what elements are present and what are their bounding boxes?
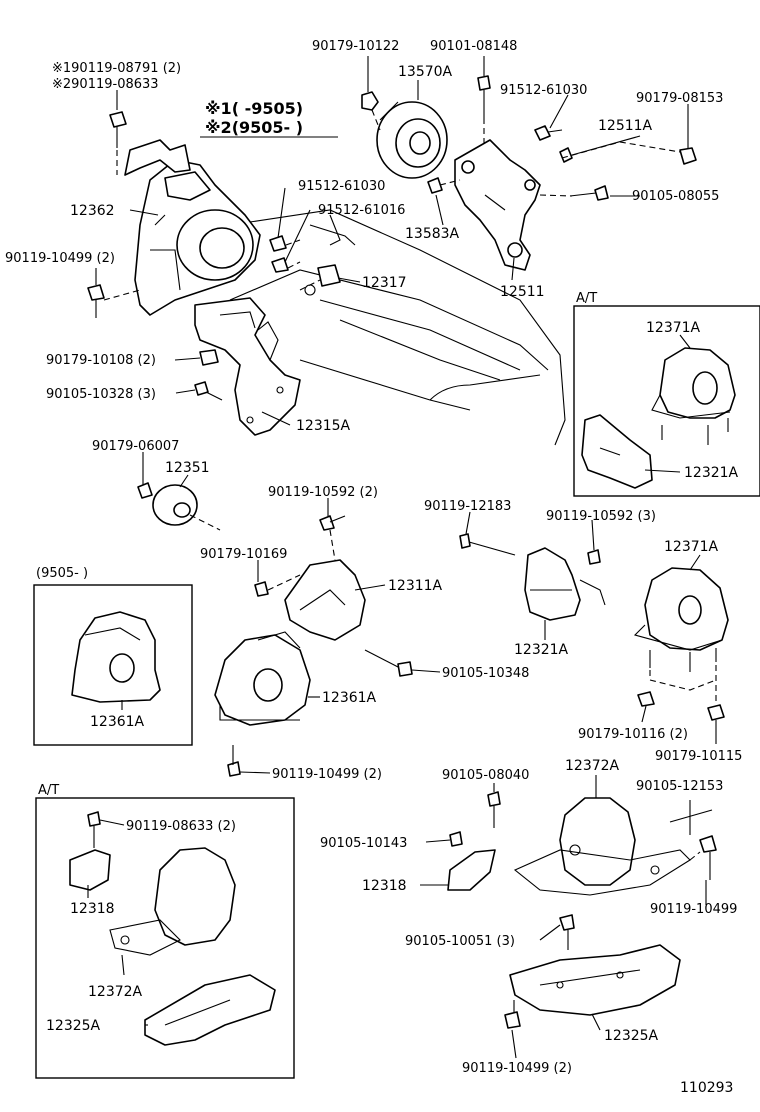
label-12511: 12511 (500, 284, 545, 300)
label-13570A: 13570A (398, 64, 453, 80)
bracket-12311A[interactable] (254, 515, 366, 641)
label-12361A-box: 12361A (90, 714, 145, 730)
lower-dashed-lines (689, 851, 701, 861)
label-12318: 12318 (362, 878, 407, 894)
note-2: ※2(9505- ) (205, 118, 303, 137)
bracket-12315A[interactable] (194, 297, 301, 436)
label-13583A: 13583A (405, 226, 460, 242)
bracket-12321A-upper[interactable] (581, 414, 653, 489)
label-at-upper: A/T (576, 291, 597, 306)
bolt-90119-10592-3[interactable] (587, 549, 601, 565)
engine-mount-12361A-box[interactable] (71, 611, 161, 703)
dashed-12311A-top (329, 529, 336, 561)
label-90119-08633-2: 90119-08633 (2) (126, 819, 236, 834)
label-90179-10169: 90179-10169 (200, 547, 287, 562)
label-90119-10592-3: 90119-10592 (3) (546, 509, 656, 524)
bolt-90105-10348[interactable] (364, 649, 401, 669)
label-12361A: 12361A (322, 690, 377, 706)
label-90105-08040: 90105-08040 (442, 768, 529, 783)
label-290119-08633: ※290119-08633 (52, 77, 159, 92)
label-90179-10122: 90179-10122 (312, 39, 399, 54)
engine-block-outline (229, 209, 566, 446)
label-12321A-top: 12321A (684, 465, 739, 481)
bracket-12511[interactable] (454, 139, 541, 271)
label-12511A: 12511A (598, 118, 653, 134)
leader-lines (87, 56, 717, 1059)
label-90179-10116: 90179-10116 (2) (578, 727, 688, 742)
label-90119-10592-2: 90119-10592 (2) (268, 485, 378, 500)
label-90119-10499-2c: 90119-10499 (2) (462, 1061, 572, 1076)
dashed-12351 (189, 514, 221, 531)
note-1: ※1( -9505) (205, 99, 303, 118)
crossmember-12325A[interactable] (509, 944, 681, 1016)
label-diagram-id: 110293 (680, 1080, 733, 1096)
label-12318-box: 12318 (70, 901, 115, 917)
label-90179-10108: 90179-10108 (2) (46, 353, 156, 368)
label-at-lower: A/T (38, 783, 59, 798)
label-12321A-mid: 12321A (514, 642, 569, 658)
at-box-lower (35, 797, 295, 1079)
label-12372A-top: 12372A (565, 758, 620, 774)
label-90105-10143: 90105-10143 (320, 836, 407, 851)
bolt-90119-10499-mid[interactable] (227, 761, 241, 777)
label-190119-08791: ※190119-08791 (2) (52, 61, 181, 76)
label-90105-12153: 90105-12153 (636, 779, 723, 794)
label-91512-61030-mid: 91512-61030 (298, 179, 385, 194)
lower-fasteners (487, 791, 717, 1029)
upper-fasteners (87, 75, 697, 401)
label-12325A: 12325A (604, 1028, 659, 1044)
label-90105-08055: 90105-08055 (632, 189, 719, 204)
bracket-12318-box[interactable] (69, 811, 111, 891)
label-90105-10051: 90105-10051 (3) (405, 934, 515, 949)
mount-insulator-12351[interactable] (137, 482, 198, 526)
label-90119-10499-2a: 90119-10499 (2) (5, 251, 115, 266)
bolt-90119-12183[interactable] (461, 539, 516, 556)
label-90119-10499-2b: 90119-10499 (2) (272, 767, 382, 782)
part-labels: ※190119-08791 (2) ※290119-08633 ※1( -950… (5, 39, 742, 1096)
box-9505 (33, 584, 193, 746)
label-90179-10115: 90179-10115 (655, 749, 742, 764)
engine-mount-12371A-mid[interactable] (633, 567, 729, 672)
label-12362: 12362 (70, 203, 115, 219)
engine-mount-12362[interactable] (124, 139, 261, 316)
crossmember-12325A-box[interactable] (144, 974, 276, 1046)
nut-90179-10115[interactable] (707, 704, 725, 721)
dashed-12311A (267, 574, 301, 591)
label-91512-61030-top: 91512-61030 (500, 83, 587, 98)
bracket-12318[interactable] (447, 831, 496, 891)
at-box-upper (573, 305, 760, 497)
label-12311A: 12311A (388, 578, 443, 594)
label-90105-10348: 90105-10348 (442, 666, 529, 681)
nut-90179-10116[interactable] (637, 691, 655, 707)
label-12317: 12317 (362, 275, 407, 291)
label-12371A-top: 12371A (646, 320, 701, 336)
rod-12511A[interactable] (559, 147, 573, 163)
label-12371A-mid: 12371A (664, 539, 719, 555)
bolt-head-90105-10348[interactable] (397, 661, 413, 677)
label-90101-08148: 90101-08148 (430, 39, 517, 54)
label-90119-12183: 90119-12183 (424, 499, 511, 514)
label-12351: 12351 (165, 460, 210, 476)
label-90105-10328: 90105-10328 (3) (46, 387, 156, 402)
bracket-12321A-mid[interactable] (524, 547, 606, 621)
label-12372A-box: 12372A (88, 984, 143, 1000)
label-12325A-box: 12325A (46, 1018, 101, 1034)
label-9505: (9505- ) (36, 566, 88, 581)
label-91512-61016: 91512-61016 (318, 203, 405, 218)
label-90119-10499-r: 90119-10499 (650, 902, 737, 917)
label-12315A: 12315A (296, 418, 351, 434)
bolt-head-90119-12183[interactable] (459, 533, 471, 549)
engine-mount-12372A-box[interactable] (109, 847, 236, 956)
engine-mount-12361A[interactable] (214, 631, 311, 726)
engine-mount-12372A[interactable] (513, 797, 691, 896)
dashed-12371A (649, 670, 717, 691)
label-90179-06007: 90179-06007 (92, 439, 179, 454)
idler-pulley-13570A[interactable] (376, 101, 448, 179)
label-90179-08153: 90179-08153 (636, 91, 723, 106)
engine-mount-12371A-upper[interactable] (651, 347, 736, 445)
